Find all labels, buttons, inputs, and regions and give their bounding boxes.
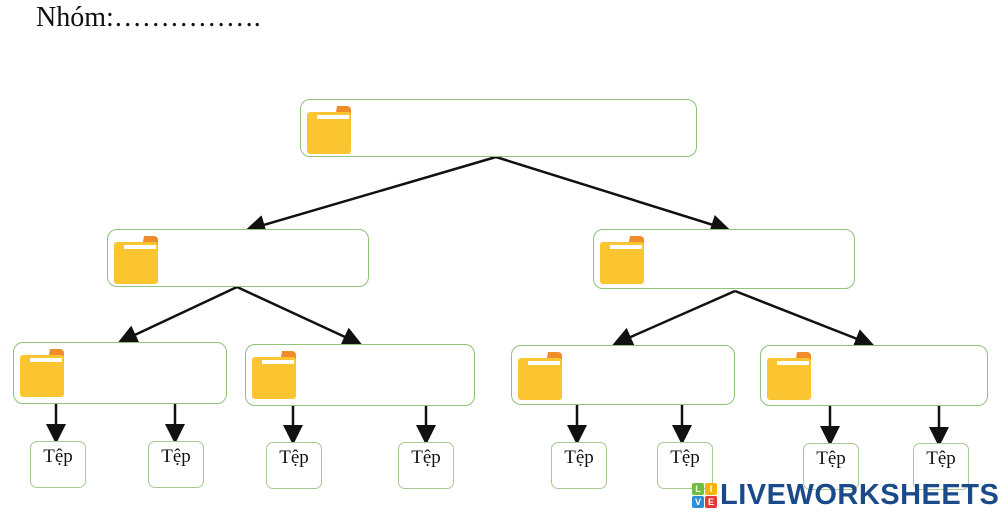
file-box: Tệp <box>266 442 322 489</box>
arrow <box>245 155 497 235</box>
logo-text: LIVEWORKSHEETS <box>720 479 1000 511</box>
file-box: Tệp <box>551 442 607 489</box>
folder-icon <box>114 236 158 284</box>
arrow <box>612 289 736 347</box>
liveworksheets-logo: L I V E LIVEWORKSHEETS <box>692 480 999 510</box>
folder-icon <box>20 349 64 397</box>
folder-icon <box>252 351 296 399</box>
folder-box-level3-4[interactable] <box>760 345 988 406</box>
arrow <box>117 285 238 344</box>
folder-box-level2-right[interactable] <box>593 229 855 289</box>
folder-box-level3-3[interactable] <box>511 345 735 405</box>
folder-box-level3-2[interactable] <box>245 344 475 406</box>
arrow <box>236 285 363 346</box>
folder-box-root[interactable] <box>300 99 697 157</box>
file-box: Tệp <box>148 441 204 488</box>
folder-box-level2-left[interactable] <box>107 229 369 287</box>
file-box: Tệp <box>398 442 454 489</box>
folder-icon <box>518 352 562 400</box>
file-box: Tệp <box>30 441 86 488</box>
logo-tile: V <box>692 495 704 508</box>
logo-tile: I <box>705 482 717 495</box>
folder-icon <box>600 236 644 284</box>
folder-icon <box>307 106 351 154</box>
arrow <box>495 155 731 235</box>
folder-box-level3-1[interactable] <box>13 342 227 404</box>
file-box: Tệp <box>913 443 969 490</box>
file-box: Tệp <box>657 442 713 489</box>
file-box: Tệp <box>803 443 859 490</box>
logo-tile: E <box>705 495 717 508</box>
logo-tile: L <box>692 482 704 495</box>
group-title: Nhóm:……………. <box>36 2 261 33</box>
logo-tiles: L I V E <box>692 482 717 508</box>
folder-icon <box>767 352 811 400</box>
arrow <box>734 289 875 348</box>
